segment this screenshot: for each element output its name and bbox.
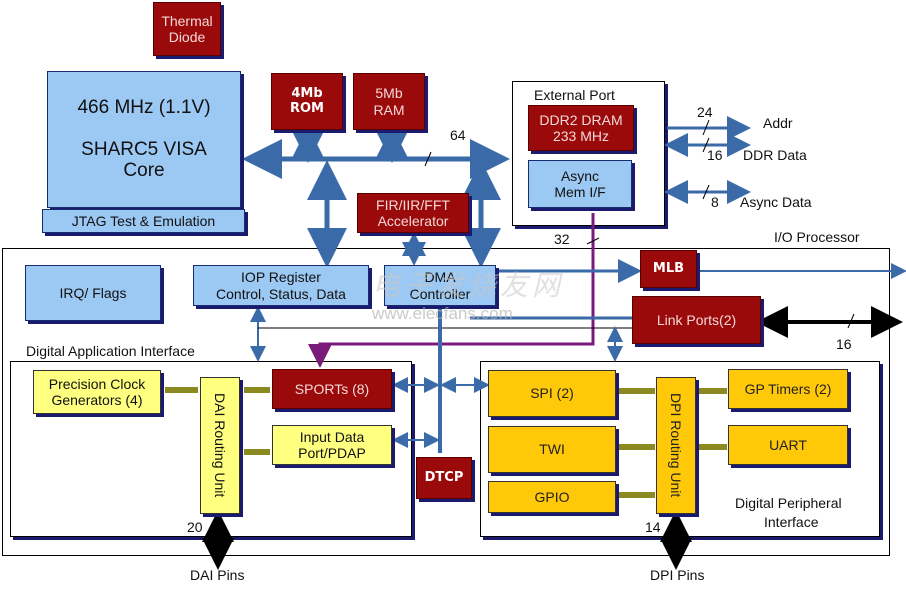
dai-routing-label: DAI Routing Unit [212, 393, 229, 498]
gp-timers-block: GP Timers (2) [728, 369, 848, 409]
dai-pins-label: DAI Pins [190, 567, 245, 583]
idp-line1: Input Data [299, 428, 365, 445]
watermark-url: www.elecfans.com [372, 304, 513, 323]
dma-controller-block: DMA Controller [384, 265, 496, 306]
io-processor-frame [2, 248, 890, 556]
ram-block: 5Mb RAM [353, 73, 425, 130]
ram-label: RAM [373, 101, 405, 118]
main-bus-width: 64 [450, 127, 466, 143]
async-line2: Mem I/F [554, 184, 606, 200]
uart-block: UART [728, 425, 848, 465]
jtag-block: JTAG Test & Emulation [42, 209, 245, 233]
async-line1: Async [560, 167, 600, 184]
gpio-block: GPIO [488, 481, 616, 513]
ram-size: 5Mb [375, 85, 403, 102]
bus-tick [424, 151, 432, 167]
iop-register-line1: IOP Register [241, 269, 321, 286]
addr-width: 24 [697, 104, 713, 120]
dpi-pins-label: DPI Pins [650, 567, 705, 583]
addr-label: Addr [763, 115, 793, 131]
ddr-data-width: 16 [707, 147, 723, 163]
purple-bus-32 [308, 213, 595, 368]
spi-block: SPI (2) [488, 370, 616, 417]
accelerator-line2: Accelerator [377, 213, 449, 229]
irq-label: IRQ/ Flags [59, 284, 127, 301]
async-mem-block: Async Mem I/F [528, 160, 632, 208]
jtag-label: JTAG Test & Emulation [71, 212, 216, 229]
dpi-title-line1: Digital Peripheral [735, 495, 842, 511]
rom-size: 4Mb [291, 85, 323, 101]
iop-register-block: IOP Register Control, Status, Data [193, 265, 369, 306]
irq-flags-block: IRQ/ Flags [25, 265, 161, 321]
watermark-cn: 电子发烧友网 [372, 270, 565, 301]
input-data-port-block: Input Data Port/PDAP [272, 425, 392, 465]
dtcp-block: DTCP [416, 457, 472, 499]
dpi-routing-label: DPI Routing Unit [668, 393, 685, 498]
thermal-line1: Thermal [161, 12, 213, 29]
twi-label: TWI [539, 441, 565, 458]
sports-block: SPORTs (8) [272, 369, 392, 409]
async-data-label: Async Data [740, 194, 812, 210]
iop-register-line2: Control, Status, Data [216, 285, 346, 302]
ddr2-line1: DDR2 DRAM [539, 111, 623, 128]
dtcp-label: DTCP [424, 469, 464, 485]
external-port-title: External Port [534, 87, 615, 103]
mlb-block: MLB [640, 250, 697, 288]
accelerator-block: FIR/IIR/FFT Accelerator [357, 193, 469, 233]
core-name-line1: SHARC5 VISA [81, 138, 207, 160]
dma-line2: Controller [409, 285, 471, 302]
dpi-title-line2: Interface [764, 514, 819, 530]
ddr-data-label: DDR Data [743, 147, 807, 163]
accelerator-line1: FIR/IIR/FFT [376, 196, 450, 213]
precision-clock-block: Precision Clock Generators (4) [33, 370, 161, 414]
purple-bus-width: 32 [554, 231, 570, 247]
gpio-label: GPIO [534, 488, 570, 505]
dai-title: Digital Application Interface [26, 343, 195, 359]
spi-label: SPI (2) [530, 385, 574, 402]
dai-pin-width: 20 [187, 519, 203, 535]
sharc-core-block: 466 MHz (1.1V) SHARC5 VISA Core [47, 71, 241, 208]
dpi-routing-unit: DPI Routing Unit [656, 377, 696, 514]
thermal-diode-block: Thermal Diode [153, 2, 221, 56]
pcg-line1: Precision Clock [48, 375, 146, 392]
dma-line1: DMA [424, 269, 456, 286]
pcg-line2: Generators (4) [51, 392, 143, 408]
twi-block: TWI [488, 426, 616, 473]
core-name-line2: Core [123, 160, 165, 182]
async-data-width: 8 [711, 194, 719, 210]
dpi-pin-width: 14 [645, 519, 661, 535]
sports-label: SPORTs (8) [294, 380, 370, 397]
ddr2-block: DDR2 DRAM 233 MHz [528, 105, 634, 151]
core-frequency: 466 MHz (1.1V) [77, 96, 211, 118]
rom-block: 4Mb ROM [271, 73, 343, 130]
thermal-line2: Diode [168, 29, 206, 45]
iop-title: I/O Processor [774, 229, 860, 245]
dai-routing-unit: DAI Routing Unit [200, 377, 240, 514]
rom-label: ROM [290, 100, 324, 116]
idp-line2: Port/PDAP [298, 445, 366, 461]
gp-timers-label: GP Timers (2) [744, 380, 832, 397]
link-ports-block: Link Ports(2) [632, 296, 761, 344]
mlb-label: MLB [652, 260, 685, 276]
link-ports-width: 16 [836, 336, 852, 352]
uart-label: UART [769, 436, 807, 453]
link-ports-label: Link Ports(2) [656, 311, 737, 328]
ddr2-line2: 233 MHz [552, 128, 610, 144]
